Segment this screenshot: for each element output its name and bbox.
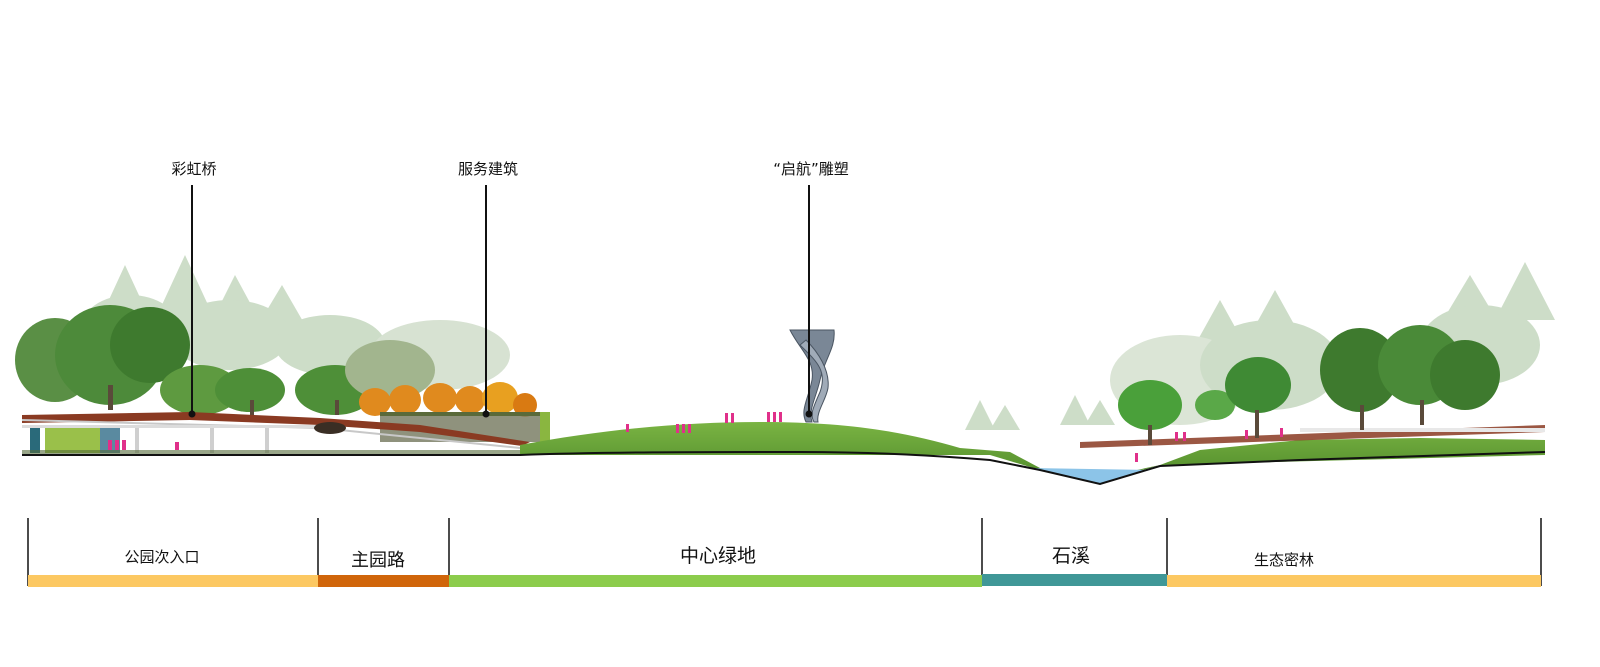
zone-label-eco-forest: 生态密林 [1253, 551, 1315, 569]
callout-label-rainbow-bridge: 彩虹桥 [171, 160, 217, 178]
zone-bar-eco-forest [1167, 575, 1541, 587]
zone-label-secondary-entrance: 公园次入口 [124, 548, 200, 566]
zone-label-main-road: 主园路 [351, 550, 405, 571]
zone-bars [28, 574, 1541, 587]
terrain [22, 422, 1546, 486]
autumn-trees [359, 382, 537, 417]
callout-label-service-building: 服务建筑 [457, 160, 519, 178]
trees-left [15, 305, 435, 415]
people-figures [108, 412, 1283, 462]
qihang-sculpture [789, 329, 835, 423]
stone-creek-water [1030, 468, 1150, 484]
zone-bar-secondary-entrance [28, 575, 318, 587]
callout-leaders [191, 185, 810, 414]
rainbow-bridge [21, 412, 530, 453]
trees-right [1118, 325, 1500, 445]
zone-bar-main-road [318, 575, 449, 587]
callout-dots [188, 410, 813, 418]
zone-label-central-green: 中心绿地 [679, 545, 757, 567]
zone-bar-central-green [449, 575, 982, 587]
zone-bar-stone-creek [982, 574, 1167, 586]
zone-label-stone-creek: 石溪 [1051, 545, 1091, 567]
callout-label-sculpture: “启航”雕塑 [773, 160, 849, 178]
